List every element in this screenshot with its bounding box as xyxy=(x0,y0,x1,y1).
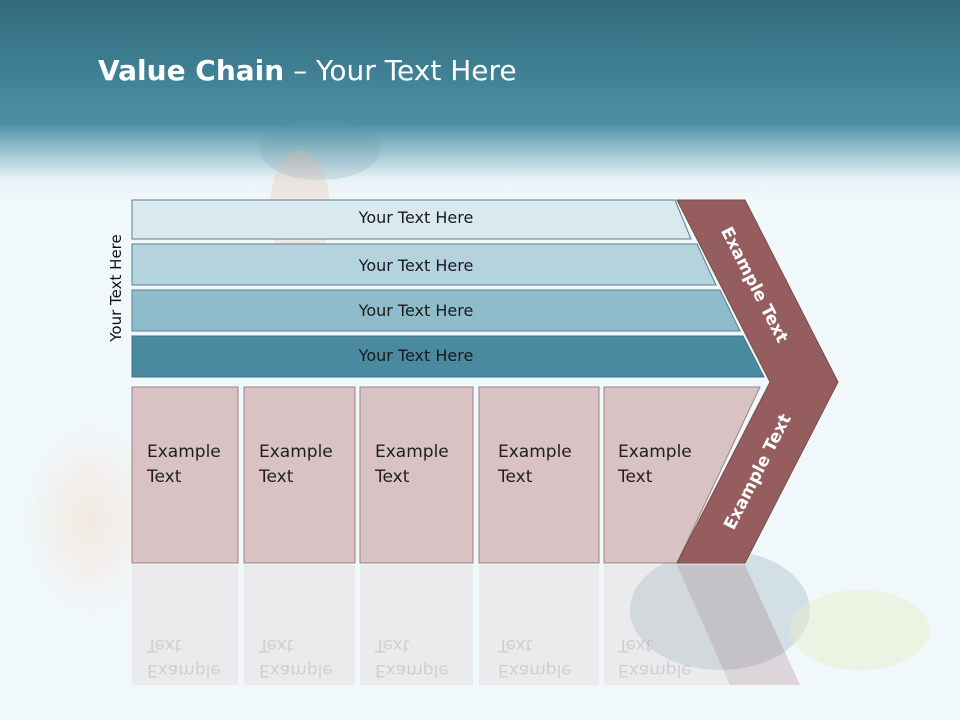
row-label-3: Your Text Here xyxy=(358,301,474,320)
side-label: Your Text Here xyxy=(107,234,125,342)
row-band-2 xyxy=(131,243,717,286)
row-band-4 xyxy=(131,335,765,378)
row-label-1: Your Text Here xyxy=(358,208,474,227)
activity-box-1 xyxy=(131,386,239,564)
activity-box-4 xyxy=(478,386,600,564)
header-band xyxy=(0,0,960,200)
margin-chevron xyxy=(676,199,839,564)
row-band-3 xyxy=(131,289,741,332)
row-label-2: Your Text Here xyxy=(358,256,474,275)
page-title: Value Chain – Your Text Here xyxy=(98,54,517,87)
row-band-1 xyxy=(131,199,692,240)
title-rest: – Your Text Here xyxy=(284,54,517,87)
title-bold: Value Chain xyxy=(98,54,285,87)
reflection xyxy=(132,565,800,685)
row-label-4: Your Text Here xyxy=(358,346,474,365)
activity-box-3 xyxy=(359,386,474,564)
activity-box-2 xyxy=(243,386,356,564)
